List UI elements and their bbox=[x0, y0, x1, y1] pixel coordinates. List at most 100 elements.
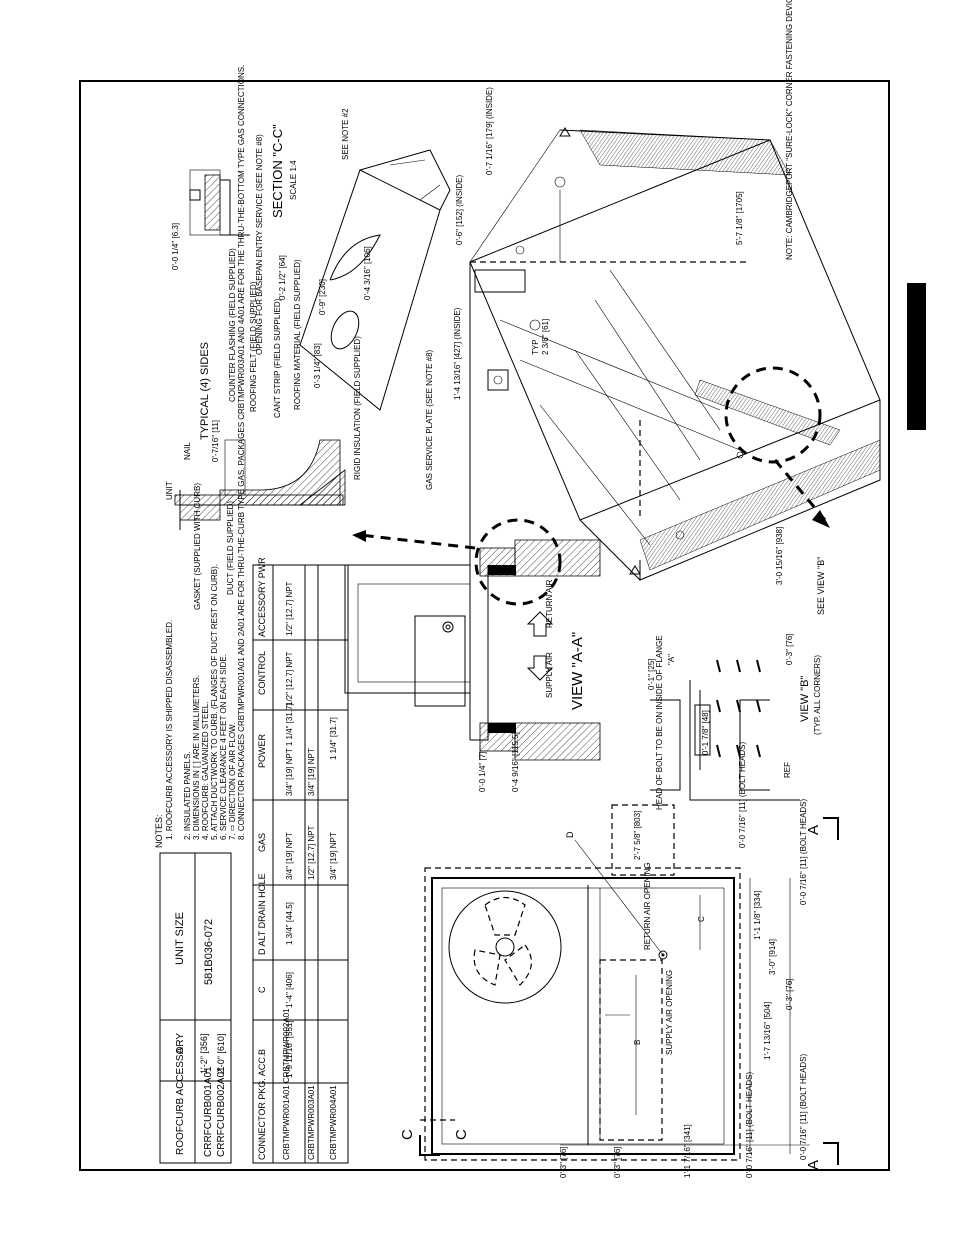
dim-1-1-7-16: 1'-1 7/16" [341] bbox=[683, 1124, 692, 1178]
curb-detail: UNIT NAIL 0'-7/16" [11] TYPICAL (4) SIDE… bbox=[165, 248, 362, 530]
gasket-label: GASKET (SUPPLIED WITH CURB) bbox=[193, 483, 202, 610]
cant-strip: CANT STRIP (FIELD SUPPLIED) bbox=[273, 298, 282, 418]
supply-air-label: SUPPLY AIR bbox=[545, 652, 554, 698]
table1-row2-accessory: CRRFCURB002A01 bbox=[216, 1066, 227, 1157]
table2-header-b: B bbox=[257, 1049, 267, 1055]
table1-header-accessory: ROOFCURB ACCESSORY bbox=[175, 1033, 186, 1155]
table2-r1-gas: 3/4" [19] NPT bbox=[285, 832, 294, 880]
dim-2-3-8: 2 3/8" [61] bbox=[541, 319, 550, 355]
table2-r3-pkg: CRBTMPWR004A01 bbox=[329, 1085, 338, 1160]
counter-flashing: COUNTER FLASHING (FIELD SUPPLIED) bbox=[228, 248, 237, 402]
note-1: 1. ROOFCURB ACCESSORY IS SHIPPED DISASSE… bbox=[165, 620, 174, 840]
bolt-heads-left: 0'-0 7/16" [11] (BOLT HEADS) bbox=[745, 1071, 754, 1178]
view-b-sub: (TYP. ALL CORNERS) bbox=[813, 655, 822, 735]
dim-1-1-8: 1'-1 1/8" [334] bbox=[753, 891, 762, 940]
dim-1-4-13-16: 1'-4 13/16" [427] (INSIDE) bbox=[453, 307, 462, 400]
basepan-opening: OPENING FOR BASEPAN ENTRY SERVICE (SEE N… bbox=[255, 134, 264, 355]
table2-r1-b: 1'-9 11/16" [551] bbox=[285, 1020, 294, 1078]
see-note-2: SEE NOTE #2 bbox=[341, 108, 350, 160]
table2-r2-power: 3/4" [19] NPT bbox=[307, 748, 316, 796]
cut-c-1: C bbox=[399, 1129, 416, 1140]
bolt-heads-bottom: 0'-0 7/16" [11] (BOLT HEADS) bbox=[738, 741, 747, 848]
letter-b: B bbox=[633, 1040, 642, 1045]
panel-detail: SEE NOTE #2 OPENING FOR BASEPAN ENTRY SE… bbox=[255, 108, 451, 411]
cut-a-1: A bbox=[805, 1160, 822, 1170]
letter-c: C bbox=[697, 916, 706, 922]
isometric-curb: 0'-7 1/16" [179] (INSIDE) 0'-6" [152] (I… bbox=[425, 0, 881, 615]
dim-9: 0'-9" [230] bbox=[318, 279, 327, 315]
connector-table: CONNECTOR PKG. ACC. B C D ALT DRAIN HOLE… bbox=[252, 557, 349, 1164]
table1-header-unit-size: UNIT SIZE bbox=[174, 912, 186, 965]
table2-header-pkg: CONNECTOR PKG. ACC. bbox=[257, 1055, 267, 1160]
dim-3-top: 0'-3" [76] bbox=[785, 634, 794, 666]
section-cc-scale: SCALE 1:4 bbox=[289, 160, 298, 200]
detail-circle-aa bbox=[474, 518, 562, 606]
plan-view: D RETURN AIR OPENING SUPPLY AIR OPENING … bbox=[399, 741, 839, 1178]
bolt-heads-right: 0'-0 7/16" [11] (BOLT HEADS) bbox=[799, 798, 808, 905]
table1-row1-accessory: CRRFCURB001A01 bbox=[203, 1066, 214, 1157]
table2-header-d: D ALT DRAIN HOLE bbox=[257, 873, 267, 955]
dim-3-0-15-16: 3'-0 15/16" [938] bbox=[775, 527, 784, 585]
head-of-bolt: HEAD OF BOLT TO BE ON INSIDE OF FLANGE bbox=[655, 635, 664, 810]
view-b-title: VIEW "B" bbox=[799, 676, 811, 722]
dim-1-7-8: 0'-1 7/8" [48] bbox=[701, 710, 710, 755]
return-air-opening: RETURN AIR OPENING bbox=[643, 862, 652, 950]
notes: NOTES: 1. ROOFCURB ACCESSORY IS SHIPPED … bbox=[154, 65, 246, 848]
section-cc-title: SECTION "C-C" bbox=[270, 124, 285, 218]
table2-r2-pkg: CRBTMPWR003A01 bbox=[307, 1085, 316, 1160]
table1-header-a: A bbox=[175, 1047, 186, 1054]
table2-r3-power: 1 1/4" [31.7] bbox=[329, 717, 338, 760]
dim-4-9-16: 0'-4 9/16" [115.5] bbox=[511, 732, 520, 792]
sheet-border bbox=[79, 80, 890, 1171]
table2-r1-pkg: CRBTMPWR001A01 CRBTMPWR002A01 bbox=[282, 1008, 291, 1160]
note-6: 6. SERVICE CLEARANCE 4 FEET ON EACH SIDE… bbox=[219, 654, 228, 840]
bolt-heads-bottom2: 0'-0 7/16" [11] (BOLT HEADS) bbox=[799, 1053, 808, 1160]
view-aa-title: VIEW "A-A" bbox=[569, 632, 586, 710]
dim-7-16: 0'-7/16" [11] bbox=[211, 420, 220, 462]
note-5: 5. ATTACH DUCTWORK TO CURB. (FLANGES OF … bbox=[210, 564, 219, 840]
gas-service-plate: GAS SERVICE PLATE (SEE NOTE #8) bbox=[425, 349, 434, 490]
note-8: 8. CONNECTOR PACKAGES CRBTMPWR001A01 AND… bbox=[237, 65, 246, 840]
table2-header-c: C bbox=[257, 986, 267, 993]
table2-r1-power: 3/4" [19] NPT 1 1/4" [31.7] bbox=[285, 703, 294, 796]
table2-r1-control: 1/2" [12.7] NPT bbox=[285, 651, 294, 706]
table2-header-power: POWER bbox=[257, 733, 267, 768]
detail-circle-corner bbox=[724, 366, 822, 464]
note-2: 2. INSULATED PANELS. bbox=[183, 751, 192, 840]
table1-unit-size-value: 581B036-072 bbox=[203, 919, 215, 985]
ref-label: REF bbox=[783, 762, 792, 778]
rigid-insulation: RIGID INSULATION (FIELD SUPPLIED) bbox=[353, 336, 362, 480]
typical-sides: TYPICAL (4) SIDES bbox=[199, 342, 211, 440]
table2-header-gas: GAS bbox=[257, 833, 267, 852]
cut-a-2: A bbox=[805, 825, 822, 835]
notes-title: NOTES: bbox=[154, 814, 164, 848]
view-b: HEAD OF BOLT TO BE ON INSIDE OF FLANGE 0… bbox=[647, 634, 822, 811]
roofcurb-table: ROOFCURB ACCESSORY A UNIT SIZE CRRFCURB0… bbox=[159, 852, 232, 1164]
view-aa: VIEW "A-A" SUPPLY AIR RETURN AIR 0'-4 9/… bbox=[344, 518, 601, 792]
dim-2-7-5-8: 2'-7 5/8" [803] bbox=[633, 811, 642, 860]
dim-4-3-16: 0'-4 3/16" [106] bbox=[363, 246, 372, 300]
table1-row1-a: 1'-2" [356] bbox=[199, 1034, 209, 1074]
note-3: 3. DIMENSIONS IN [ ] ARE IN MILLIMETERS. bbox=[192, 675, 201, 840]
a-label: "A" bbox=[667, 654, 676, 665]
letter-d: D bbox=[565, 831, 575, 838]
dim-7-1-16: 0'-7 1/16" [179] (INSIDE) bbox=[485, 87, 494, 175]
dim-3-mid: 0'-3" [76] bbox=[785, 979, 794, 1011]
dim-6: 0'-6" [152] (INSIDE) bbox=[455, 174, 464, 245]
table2-header-control: CONTROL bbox=[257, 651, 267, 695]
dim-2-half: 0'-2 1/2" [64] bbox=[278, 255, 287, 300]
nail-label: NAIL bbox=[183, 442, 192, 460]
roofing-material: ROOFING MATERIAL (FIELD SUPPLIED) bbox=[293, 259, 302, 410]
note-7: 7. ⇨ DIRECTION OF AIR FLOW. bbox=[228, 723, 237, 840]
unit-label: UNIT bbox=[165, 481, 174, 500]
dim-3-0: 3'-0" [914] bbox=[768, 939, 777, 975]
table2-header-acc-pwr: ACCESSORY PWR bbox=[257, 557, 267, 637]
cut-c-2: C bbox=[453, 1129, 470, 1140]
table2-r1-d: 1 3/4" [44.5] bbox=[285, 902, 294, 945]
dim-5-7-8: 5'-7 1/8" [1705] bbox=[735, 191, 744, 245]
dim-1: 0'-1" [25] bbox=[647, 659, 656, 691]
see-view-b: SEE VIEW "B" bbox=[816, 557, 826, 615]
typ-label: TYP bbox=[531, 339, 540, 355]
